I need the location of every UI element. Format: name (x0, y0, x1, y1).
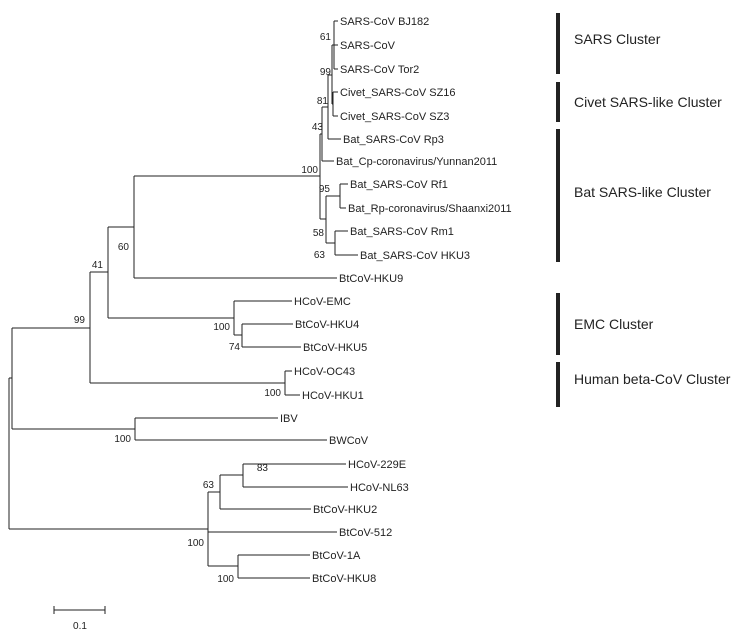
branch (11, 327, 135, 430)
leaf-label: IBV (280, 413, 298, 425)
branch (219, 474, 311, 510)
support-value: 95 (319, 184, 331, 195)
branch (333, 20, 338, 70)
support-value: 100 (213, 322, 230, 333)
leaf-label: Civet_SARS-CoV SZ3 (340, 111, 449, 123)
support-value: 41 (92, 260, 104, 271)
leaf-label: HCoV-229E (348, 459, 406, 471)
leaf-label: Bat_SARS-CoV Rf1 (350, 179, 448, 191)
leaf-labels: SARS-CoV BJ182 SARS-CoV SARS-CoV Tor2 Ci… (280, 16, 512, 585)
leaf-label: SARS-CoV Tor2 (340, 64, 419, 76)
support-value: 63 (203, 480, 215, 491)
branch (332, 91, 338, 117)
branch (319, 133, 326, 220)
support-value: 81 (317, 96, 329, 107)
leaf-label: BtCoV-1A (312, 550, 361, 562)
leaf-label: SARS-CoV BJ182 (340, 16, 429, 28)
leaf-label: Civet_SARS-CoV SZ16 (340, 87, 456, 99)
leaf-label: BWCoV (329, 435, 369, 447)
leaf-label: BtCoV-HKU8 (312, 573, 376, 585)
support-value: 74 (229, 342, 241, 353)
cluster-label: Human beta-CoV Cluster (574, 371, 731, 387)
branch (133, 175, 337, 279)
leaf-label: Bat_SARS-CoV Rm1 (350, 226, 454, 238)
branch (233, 300, 292, 336)
leaf-label: BtCoV-HKU9 (339, 273, 403, 285)
cluster-label: SARS Cluster (574, 31, 661, 47)
leaf-label: HCoV-NL63 (350, 482, 409, 494)
scale-bar-label: 0.1 (73, 621, 87, 632)
support-value: 99 (320, 67, 332, 78)
support-value: 100 (114, 434, 131, 445)
leaf-label: HCoV-OC43 (294, 366, 355, 378)
leaf-label: SARS-CoV (340, 40, 396, 52)
leaf-label: HCoV-EMC (294, 296, 351, 308)
branch (237, 554, 310, 579)
support-values: 61 99 81 43 100 95 58 63 60 41 99 100 74… (74, 32, 332, 585)
support-value: 83 (257, 463, 269, 474)
cluster-label: Bat SARS-like Cluster (574, 184, 711, 200)
leaf-label: BtCoV-HKU4 (295, 319, 359, 331)
leaf-label: Bat_Cp-coronavirus/Yunnan2011 (336, 156, 497, 168)
support-value: 60 (118, 242, 130, 253)
support-value: 100 (187, 538, 204, 549)
leaf-label: BtCoV-512 (339, 527, 392, 539)
branch (339, 183, 348, 209)
scale-bar-line (53, 606, 106, 614)
support-value: 100 (264, 388, 281, 399)
support-value: 100 (217, 574, 234, 585)
cluster-label: Civet SARS-like Cluster (574, 94, 722, 110)
leaf-label: BtCoV-HKU2 (313, 504, 377, 516)
leaf-label: BtCoV-HKU5 (303, 342, 367, 354)
leaf-label: Bat_SARS-CoV HKU3 (360, 250, 470, 262)
branch (327, 74, 341, 140)
leaf-label: Bat_Rp-coronavirus/Shaanxi2011 (348, 203, 512, 215)
branch (325, 195, 340, 244)
support-value: 58 (313, 228, 325, 239)
support-value: 63 (314, 250, 326, 261)
tree-branches (8, 20, 358, 579)
branch (134, 417, 327, 441)
branch (241, 323, 301, 348)
branch (89, 271, 285, 384)
support-value: 43 (312, 122, 324, 133)
scale-bar: 0.1 (53, 606, 106, 632)
branch (8, 377, 208, 530)
cluster-labels: SARS Cluster Civet SARS-like Cluster Bat… (574, 31, 731, 387)
cluster-label: EMC Cluster (574, 316, 654, 332)
leaf-label: HCoV-HKU1 (302, 390, 364, 402)
leaf-label: Bat_SARS-CoV Rp3 (343, 134, 444, 146)
branch (107, 226, 234, 319)
support-value: 99 (74, 315, 86, 326)
support-value: 61 (320, 32, 332, 43)
support-value: 100 (301, 165, 318, 176)
